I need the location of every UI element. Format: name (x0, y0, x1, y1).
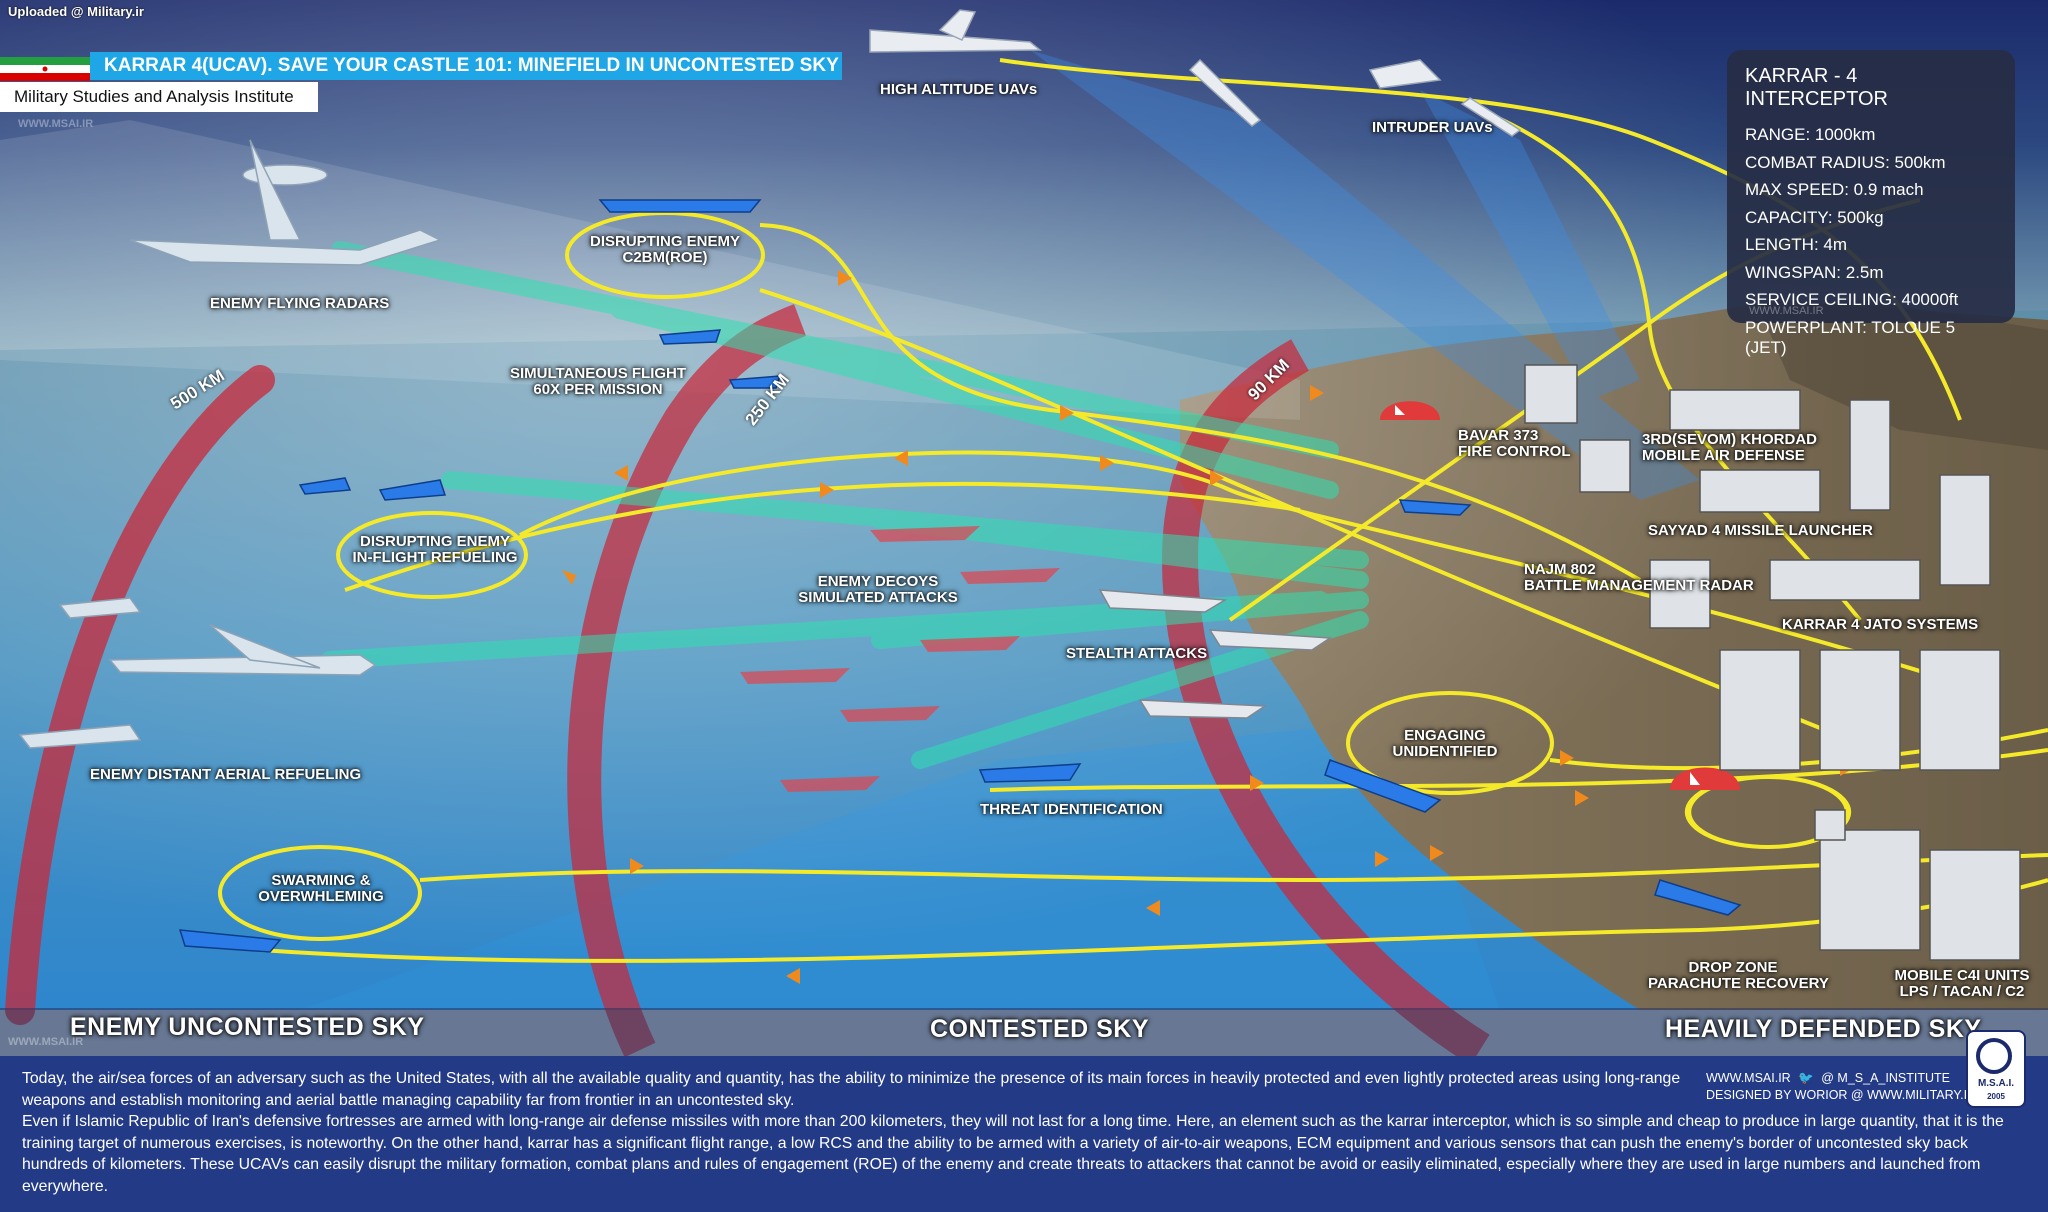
institute-banner: Military Studies and Analysis Institute (0, 82, 318, 112)
description-paragraph-2: Even if Islamic Republic of Iran's defen… (22, 1113, 2004, 1195)
credits-site: WWW.MSAI.IR (1706, 1071, 1791, 1085)
title-bar: KARRAR 4(UCAV). SAVE YOUR CASTLE 101: MI… (90, 52, 842, 80)
logo-ring-icon (1976, 1038, 2012, 1074)
label-refueling-line1: DISRUPTING ENEMY (359, 533, 510, 550)
label-enemy-flying-radars: ENEMY FLYING RADARS (210, 295, 390, 312)
spec-max-speed: MAX SPEED: 0.9 mach (1745, 180, 1924, 199)
label-bavar-line1: BAVAR 373 (1458, 427, 1539, 444)
label-simultaneous-flight: SIMULTANEOUS FLIGHT 60X PER MISSION (508, 366, 688, 398)
spec-range: RANGE: 1000km (1745, 125, 1876, 144)
zone-uncontested: ENEMY UNCONTESTED SKY (70, 1013, 425, 1041)
label-decoys-line2: SIMULATED ATTACKS (798, 588, 958, 606)
specs-panel: KARRAR - 4 INTERCEPTOR RANGE: 1000km COM… (1727, 50, 2015, 357)
credits-twitter: @ M_S_A_INSTITUTE (1821, 1071, 1950, 1085)
logo-name: M.S.A.I. (1977, 1078, 2015, 1089)
label-engaging-unidentified: ENGAGING UNIDENTIFIED (1380, 728, 1510, 760)
page-title: KARRAR 4(UCAV). SAVE YOUR CASTLE 101: MI… (104, 55, 839, 76)
label-high-altitude-uavs: HIGH ALTITUDE UAVs (880, 81, 1038, 98)
label-drop-line1: DROP ZONE (1688, 959, 1778, 976)
label-bavar-373: BAVAR 373 FIRE CONTROL (1458, 428, 1571, 460)
label-threat-identification: THREAT IDENTIFICATION (980, 801, 1163, 818)
msai-logo: M.S.A.I. 2005 (1966, 1030, 2026, 1108)
label-khordad-line1: 3RD(SEVOM) KHORDAD (1642, 431, 1818, 448)
label-enemy-distant-refueling: ENEMY DISTANT AERIAL REFUELING (90, 766, 362, 783)
label-disrupting-c2bm-line2: C2BM(ROE) (622, 248, 708, 266)
label-drop-line2: PARACHUTE RECOVERY (1648, 974, 1829, 992)
label-najm-802: NAJM 802 BATTLE MANAGEMENT RADAR (1524, 562, 1754, 594)
label-simultaneous-line1: SIMULTANEOUS FLIGHT (509, 365, 687, 382)
label-bavar-line2: FIRE CONTROL (1458, 442, 1571, 460)
specs-watermark: WWW.MSAI.IR (1749, 305, 1824, 317)
label-engaging-line1: ENGAGING (1404, 727, 1486, 744)
label-refueling-line2: IN-FLIGHT REFUELING (352, 548, 518, 566)
specs-title: KARRAR - 4 INTERCEPTOR (1745, 65, 1888, 110)
label-mobile-c4i: MOBILE C4I UNITS LPS / TACAN / C2 (1892, 968, 2032, 1000)
label-swarming-line1: SWARMING & (271, 872, 371, 889)
spec-combat-radius: COMBAT RADIUS: 500km (1745, 152, 1946, 172)
spec-length: LENGTH: 4m (1745, 235, 1848, 254)
iran-flag-icon (0, 57, 90, 81)
label-swarming: SWARMING & OVERWHLEMING (256, 873, 386, 905)
label-intruder-uavs: INTRUDER UAVs (1372, 119, 1493, 136)
spec-capacity: CAPACITY: 500kg (1745, 207, 1884, 227)
label-simultaneous-line2: 60X PER MISSION (533, 380, 663, 398)
label-sayyad-4: SAYYAD 4 MISSILE LAUNCHER (1648, 522, 1873, 539)
description-paragraph-1: Today, the air/sea forces of an adversar… (22, 1070, 1681, 1109)
zone-contested: CONTESTED SKY (930, 1015, 1150, 1043)
label-disrupting-c2bm-line1: DISRUPTING ENEMY (590, 233, 741, 250)
credits-designed-by: DESIGNED BY WORIOR @ WWW.MILITARY.IR (1706, 1088, 1977, 1102)
label-enemy-decoys: ENEMY DECOYS SIMULATED ATTACKS (798, 574, 958, 606)
spec-service-ceiling: SERVICE CEILING: 40000ft (1745, 290, 1959, 309)
label-karrar-jato: KARRAR 4 JATO SYSTEMS (1782, 616, 1979, 633)
label-swarming-line2: OVERWHLEMING (258, 887, 384, 905)
label-stealth-attacks: STEALTH ATTACKS (1066, 645, 1208, 662)
twitter-icon: 🐦 (1798, 1071, 1814, 1085)
site-watermark: WWW.MSAI.IR (18, 118, 94, 130)
label-disrupting-c2bm: DISRUPTING ENEMY C2BM(ROE) (590, 234, 740, 266)
zone-defended: HEAVILY DEFENDED SKY (1665, 1015, 1982, 1043)
credits: WWW.MSAI.IR 🐦 @ M_S_A_INSTITUTE DESIGNED… (1706, 1070, 1976, 1104)
label-decoys-line1: ENEMY DECOYS (817, 573, 939, 590)
logo-year: 2005 (1987, 1092, 2005, 1101)
upload-watermark: Uploaded @ Military.ir (8, 4, 144, 19)
zone-band (0, 1008, 2048, 1056)
institute-name: Military Studies and Analysis Institute (14, 87, 294, 106)
description-panel: Today, the air/sea forces of an adversar… (0, 1056, 2048, 1212)
label-c4i-line2: LPS / TACAN / C2 (1899, 982, 2025, 1000)
label-engaging-line2: UNIDENTIFIED (1392, 742, 1498, 760)
label-3rd-khordad: 3RD(SEVOM) KHORDAD MOBILE AIR DEFENSE (1642, 432, 1817, 464)
label-c4i-line1: MOBILE C4I UNITS (1894, 967, 2030, 984)
label-drop-zone: DROP ZONE PARACHUTE RECOVERY (1648, 959, 1829, 992)
bottom-watermark: WWW.MSAI.IR (8, 1036, 84, 1048)
spec-powerplant: POWERPLANT: TOLOUE 5 (JET) (1745, 317, 1956, 357)
label-khordad-line2: MOBILE AIR DEFENSE (1642, 446, 1805, 464)
label-najm-line2: BATTLE MANAGEMENT RADAR (1524, 576, 1754, 594)
spec-wingspan: WINGSPAN: 2.5m (1745, 262, 1884, 282)
label-disrupting-refueling: DISRUPTING ENEMY IN-FLIGHT REFUELING (350, 534, 520, 566)
label-najm-line1: NAJM 802 (1524, 561, 1596, 578)
